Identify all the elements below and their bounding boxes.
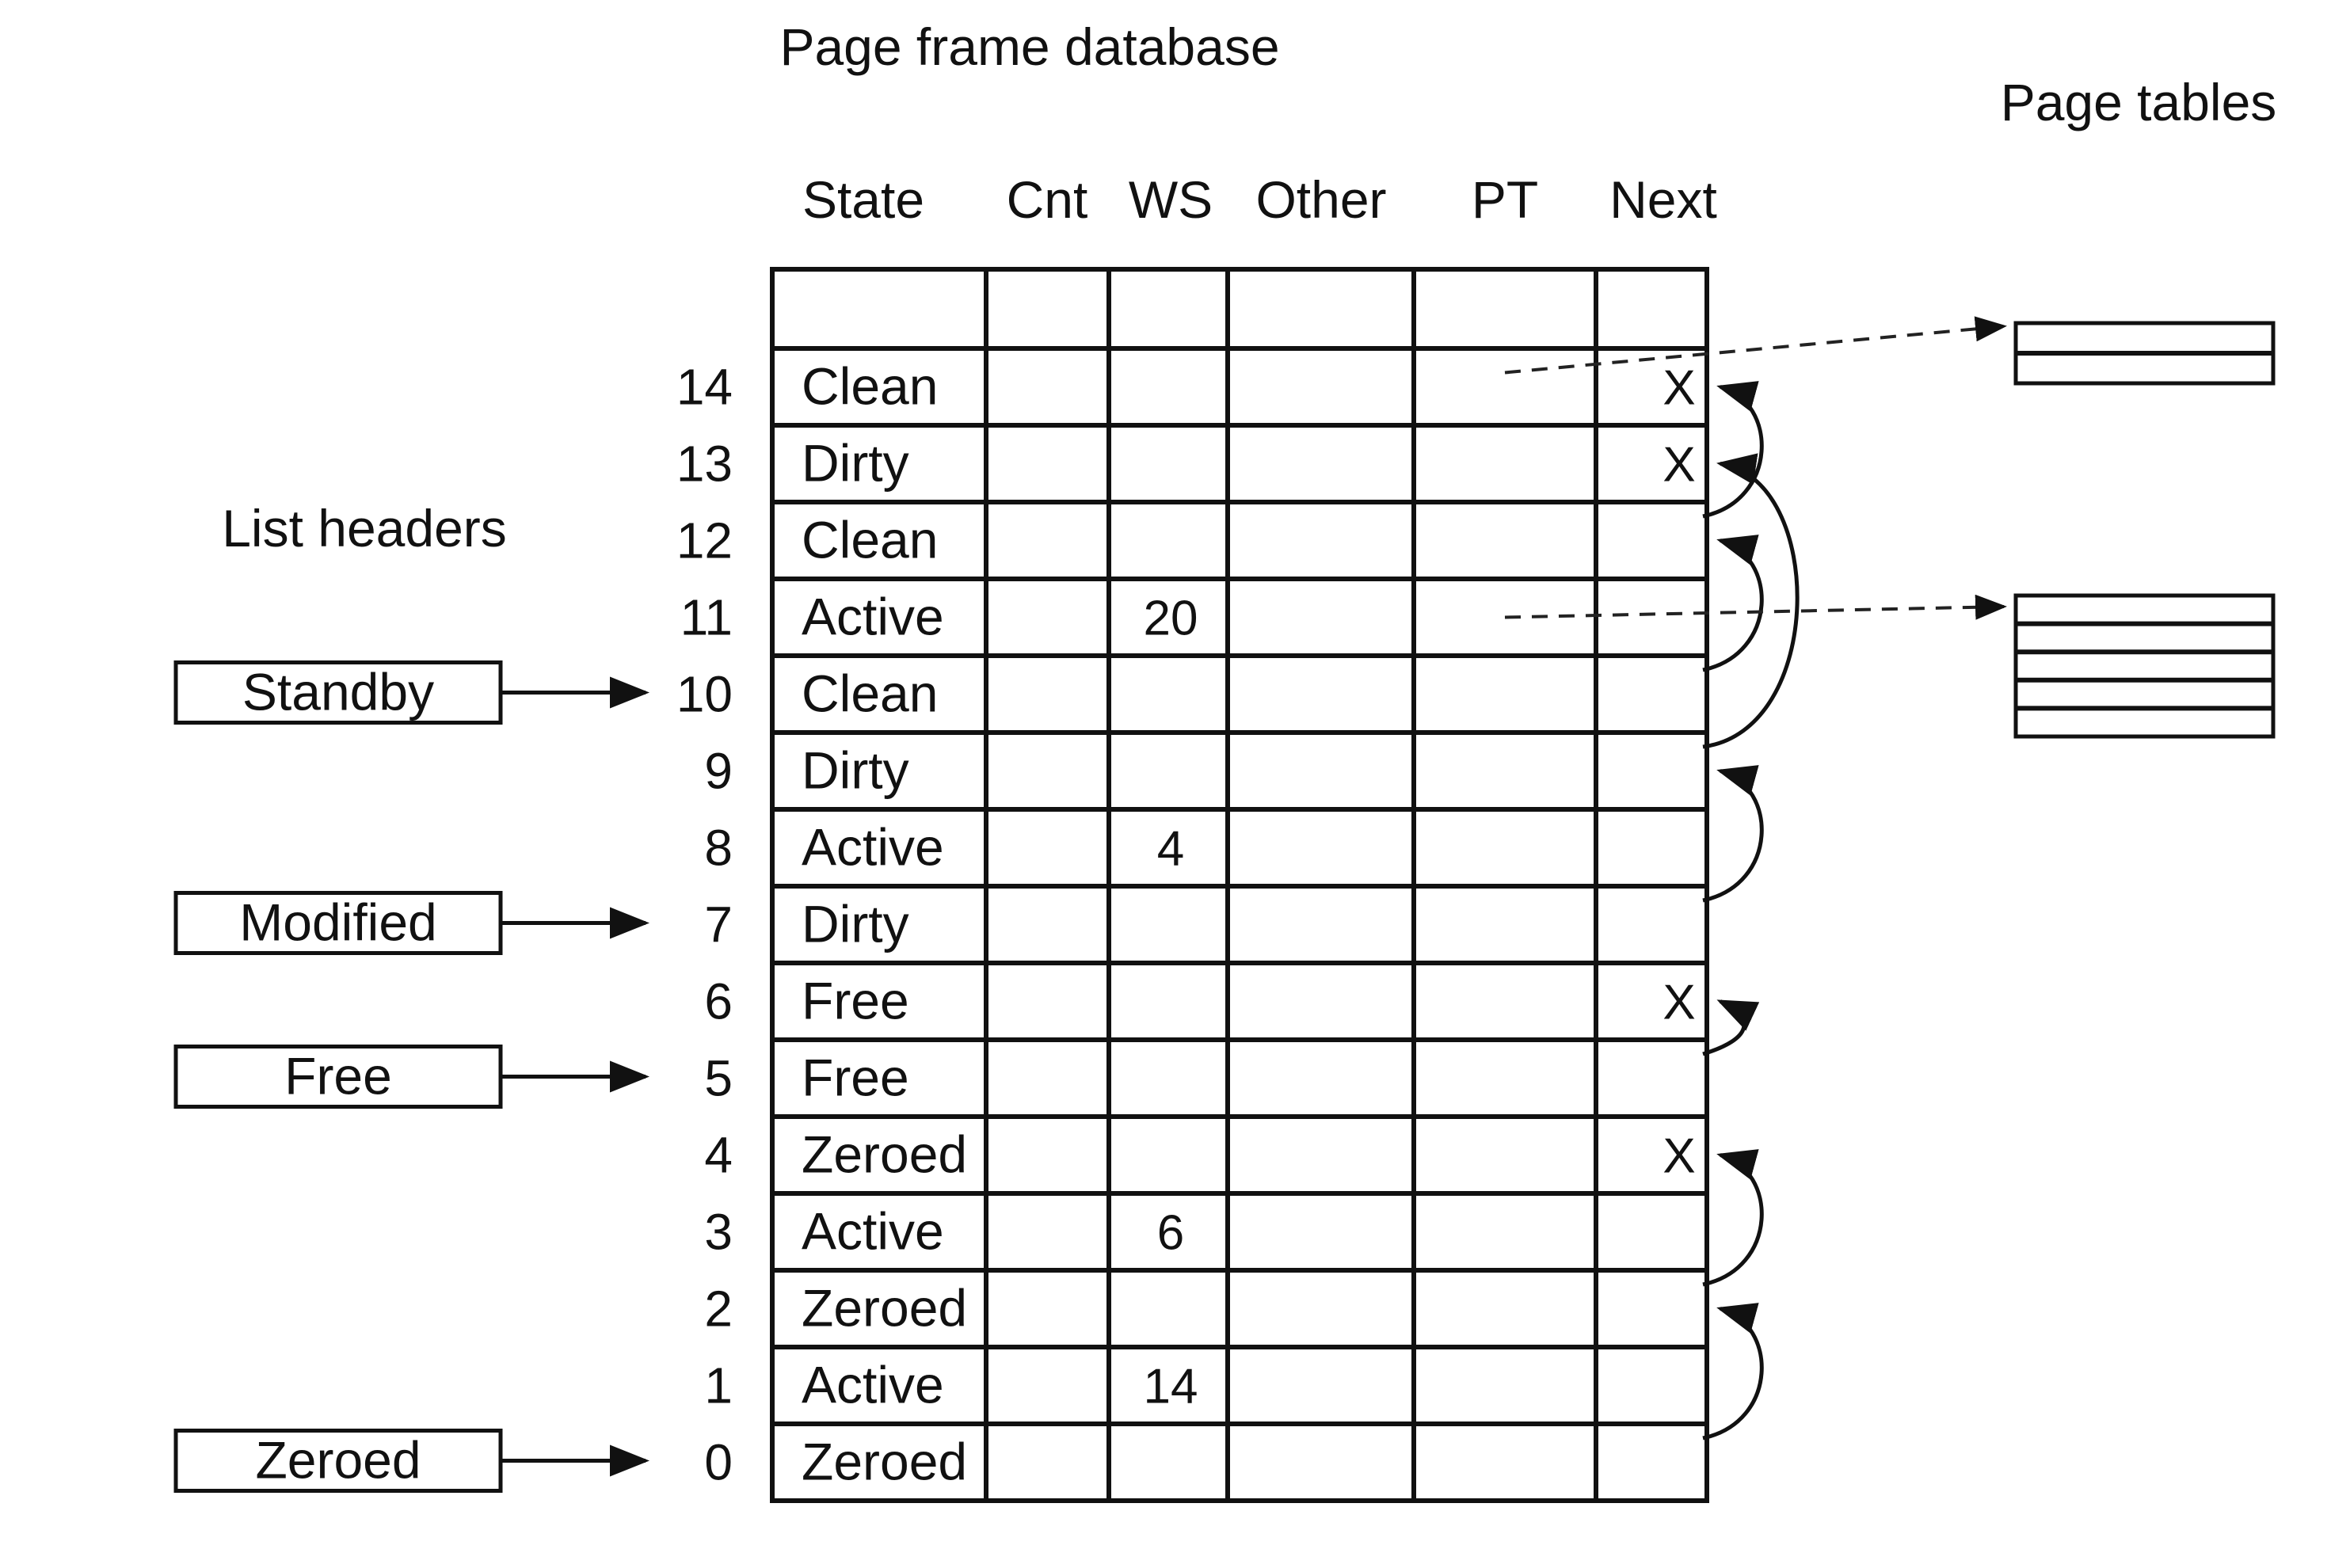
next-link-arrow <box>1702 999 1760 1056</box>
ws-value: 14 <box>1144 1360 1198 1414</box>
list-header-label: Free <box>284 1047 392 1106</box>
table-row: 2 Zeroed <box>704 1279 967 1338</box>
table-row: 9 Dirty <box>704 741 908 800</box>
column-header-next: Next <box>1609 170 1717 229</box>
frame-state: Dirty <box>802 895 909 953</box>
frame-state: Active <box>802 588 944 646</box>
table-row: 11 Active 20 <box>680 588 1198 646</box>
frame-state: Active <box>802 818 944 877</box>
column-header-state: State <box>802 170 924 229</box>
list-header-label: Modified <box>239 893 436 952</box>
frame-state: Zeroed <box>802 1125 967 1184</box>
list-header-modified: Modified <box>173 891 649 955</box>
page-table-box <box>2013 321 2276 386</box>
frame-state: Clean <box>802 664 938 723</box>
table-row: 5 Free <box>704 1049 908 1107</box>
next-link-arrows <box>1702 381 1800 1441</box>
diagram-title: Page frame database <box>779 17 1279 76</box>
frame-state: Active <box>802 1356 944 1414</box>
page-table-links <box>1504 316 2276 739</box>
ws-value: 6 <box>1157 1206 1184 1261</box>
frame-number: 12 <box>676 512 733 569</box>
table-row: 3 Active 6 <box>704 1202 1184 1261</box>
list-header-box <box>173 1045 503 1109</box>
frame-state: Free <box>802 1049 909 1107</box>
table-row: 7 Dirty <box>704 895 908 953</box>
frame-number: 4 <box>704 1127 733 1184</box>
list-headers-label: List headers <box>222 499 507 558</box>
frame-state: Dirty <box>802 434 909 493</box>
table-row: 1 Active 14 <box>704 1356 1198 1414</box>
frame-number: 0 <box>704 1434 733 1491</box>
list-header-zeroed: Zeroed <box>173 1429 649 1493</box>
page-table-pointer <box>1504 594 2007 620</box>
frame-state: Active <box>802 1202 944 1261</box>
page-tables-label: Page tables <box>2001 73 2277 131</box>
frame-number: 11 <box>680 589 733 646</box>
frame-number: 9 <box>704 743 733 800</box>
frame-number: 8 <box>704 820 733 877</box>
frame-number: 3 <box>704 1204 733 1261</box>
frame-state: Clean <box>802 357 938 416</box>
frame-state: Zeroed <box>802 1279 967 1338</box>
page-table-outline <box>2013 593 2276 739</box>
next-link-arrow <box>1702 381 1764 519</box>
next-end-marker: X <box>1663 976 1695 1030</box>
ws-value: 20 <box>1144 592 1198 646</box>
table-row: 14 Clean X <box>676 357 1696 416</box>
frame-number: 13 <box>676 436 733 493</box>
frame-number: 2 <box>704 1281 733 1338</box>
next-end-marker: X <box>1663 361 1695 416</box>
frame-number: 1 <box>704 1357 733 1414</box>
page-table-box <box>2013 593 2276 739</box>
table-row: 8 Active 4 <box>704 818 1184 877</box>
list-header-label: Standby <box>242 663 434 721</box>
next-link-arrow <box>1702 765 1764 903</box>
frame-number: 5 <box>704 1050 733 1107</box>
column-header-ws: WS <box>1129 170 1213 229</box>
next-link-arrow <box>1702 1149 1764 1287</box>
table-row: 13 Dirty X <box>676 434 1696 493</box>
table-row: 12 Clean <box>676 511 939 569</box>
list-header-label: Zeroed <box>255 1431 421 1490</box>
frame-number: 10 <box>676 666 733 723</box>
next-link-arrow <box>1702 453 1800 749</box>
frame-state: Dirty <box>802 741 909 800</box>
list-header-free: Free <box>173 1045 649 1109</box>
column-header-cnt: Cnt <box>1007 170 1088 229</box>
page-table-pointer <box>1504 316 2007 375</box>
table-row: 6 Free X <box>704 972 1695 1030</box>
next-end-marker: X <box>1663 438 1695 493</box>
frame-number: 7 <box>704 896 733 953</box>
next-link-arrow <box>1702 1303 1764 1441</box>
next-end-marker: X <box>1663 1129 1695 1184</box>
table-row: 0 Zeroed <box>704 1433 967 1491</box>
column-header-pt: PT <box>1472 170 1538 229</box>
frame-state: Clean <box>802 511 938 569</box>
frame-number: 6 <box>704 973 733 1030</box>
frame-number: 14 <box>676 359 733 416</box>
table-row: 10 Clean <box>676 664 939 723</box>
frame-state: Zeroed <box>802 1433 967 1491</box>
next-link-arrow <box>1702 535 1764 672</box>
table-row: 4 Zeroed X <box>704 1125 1695 1184</box>
list-header-standby: Standby <box>173 660 649 725</box>
ws-value: 4 <box>1157 822 1184 877</box>
frame-state: Free <box>802 972 909 1030</box>
column-header-other: Other <box>1255 170 1386 229</box>
